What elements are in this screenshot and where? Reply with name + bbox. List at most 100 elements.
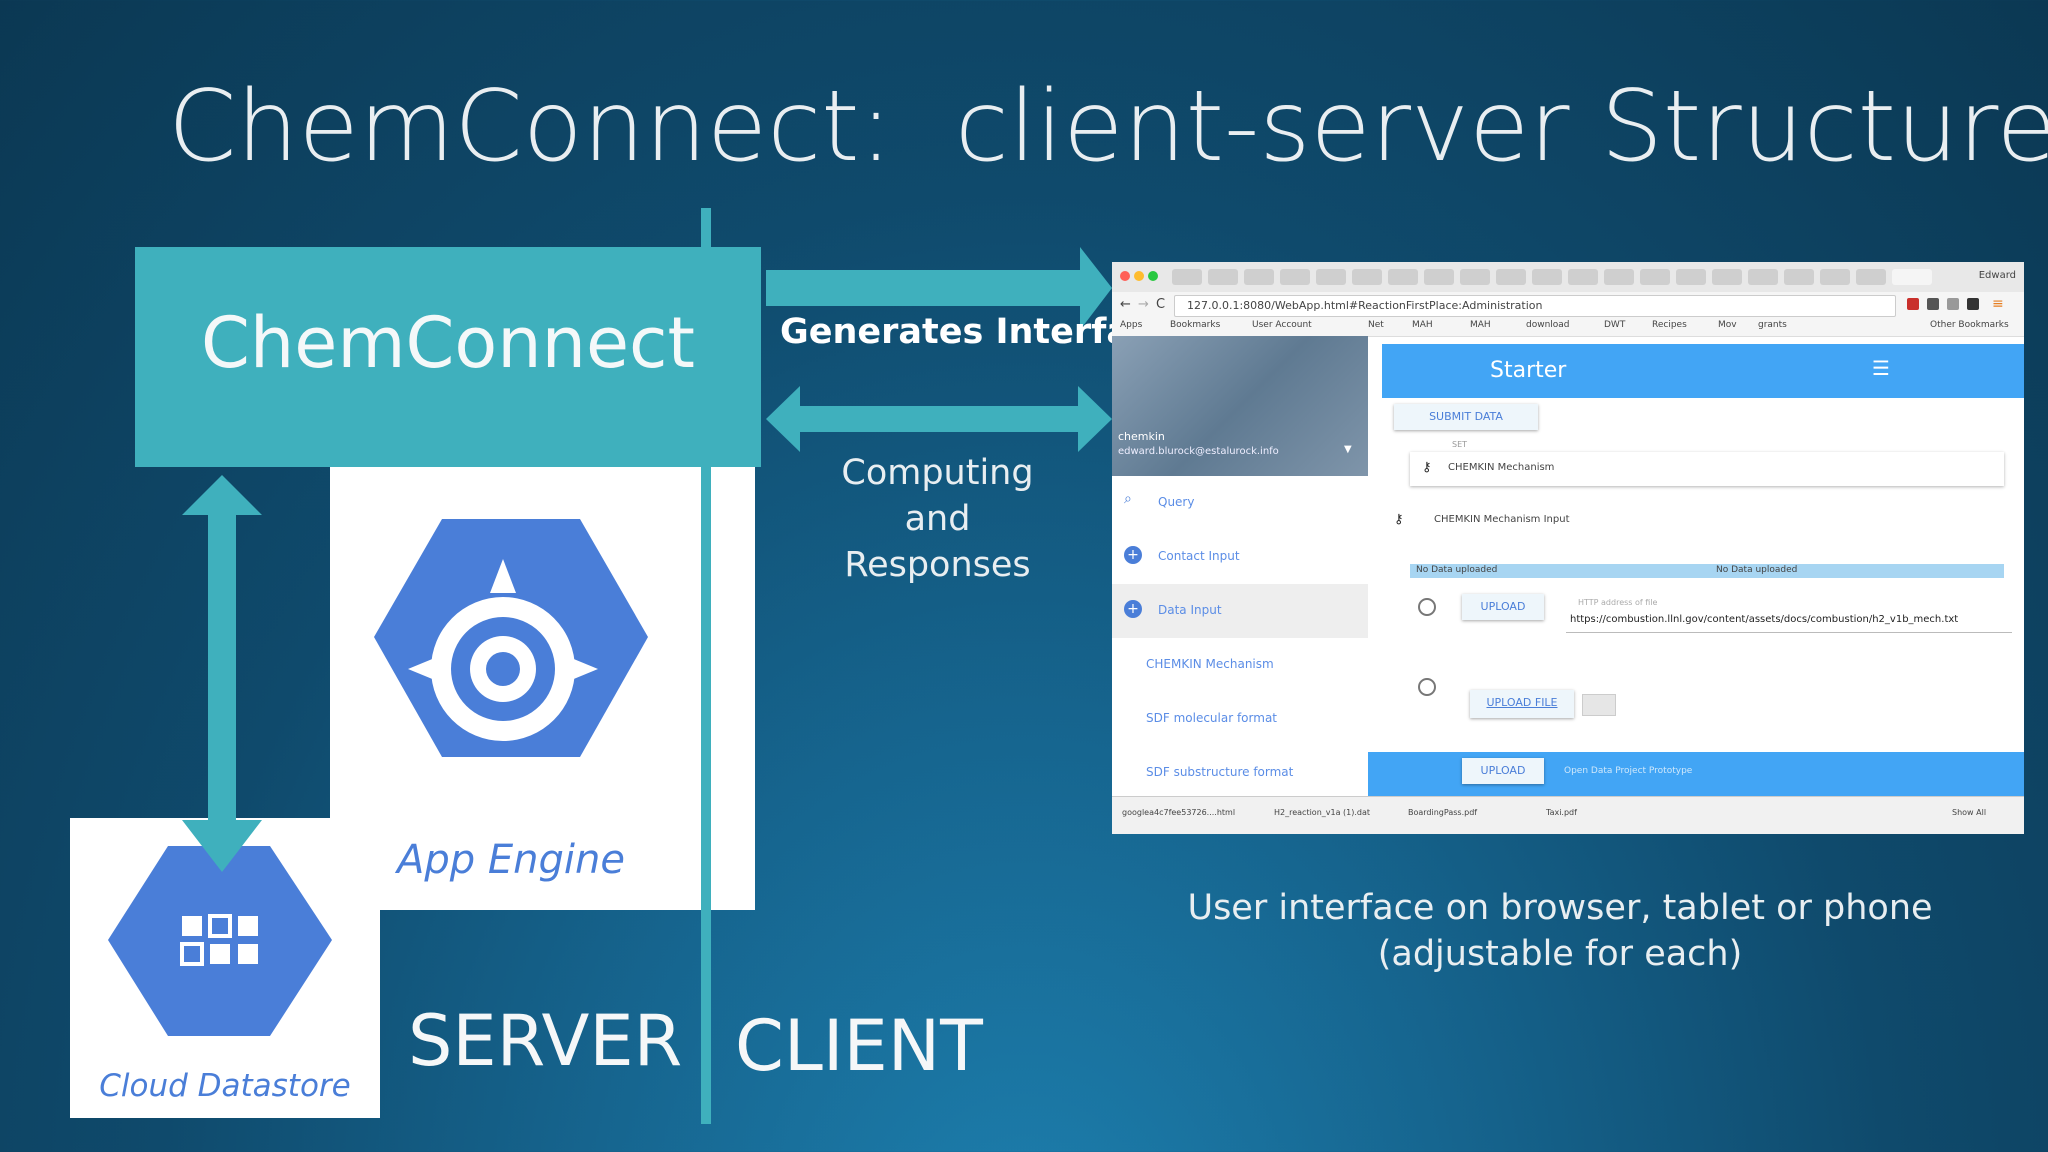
http-hint: HTTP address of file — [1578, 598, 1658, 607]
download-item[interactable]: BoardingPass.pdf — [1408, 808, 1478, 817]
file-url-input[interactable]: https://combustion.llnl.gov/content/asse… — [1566, 610, 2012, 633]
nav-item-sdf-molecular[interactable]: SDF molecular format — [1112, 692, 1368, 746]
bookmark-item[interactable]: grants — [1758, 320, 1787, 330]
menu-icon[interactable]: ≡ — [1992, 296, 2004, 312]
responses-line: Responses — [844, 545, 1031, 585]
nav-item-chemkin-mechanism[interactable]: CHEMKIN Mechanism — [1112, 638, 1368, 692]
and-line: and — [904, 499, 971, 539]
cloud-datastore-label: Cloud Datastore — [99, 1068, 351, 1104]
bookmark-item[interactable]: DWT — [1604, 320, 1626, 330]
drawer-header: chemkin edward.blurock@estalurock.info ▼ — [1112, 336, 1368, 476]
extension-icon[interactable] — [1967, 298, 1979, 310]
nav-item-sdf-substructure[interactable]: SDF substructure format — [1112, 746, 1368, 800]
browser-tab[interactable] — [1820, 269, 1850, 285]
file-radio[interactable] — [1418, 678, 1436, 696]
browser-tab[interactable] — [1604, 269, 1634, 285]
maximize-window-icon[interactable] — [1148, 271, 1158, 281]
mechanism-input-label: CHEMKIN Mechanism Input — [1434, 514, 1570, 525]
list-menu-icon[interactable]: ☰ — [1872, 356, 1890, 380]
download-item[interactable]: Taxi.pdf — [1546, 808, 1577, 817]
mechanism-select[interactable]: ⚷ CHEMKIN Mechanism — [1410, 452, 2004, 486]
nav-label: Contact Input — [1158, 549, 1240, 563]
chemconnect-label: ChemConnect — [201, 302, 695, 384]
browser-tab[interactable] — [1388, 269, 1418, 285]
browser-tab[interactable] — [1172, 269, 1202, 285]
browser-tab[interactable] — [1280, 269, 1310, 285]
bookmark-item[interactable]: Mov — [1718, 320, 1737, 330]
app-header-title: Starter — [1490, 358, 1567, 383]
forward-arrow-icon[interactable]: → — [1138, 297, 1149, 312]
browser-screenshot: Edward ← → C 127.0.0.1:8080/WebApp.html#… — [1112, 262, 2024, 834]
upload-button[interactable]: UPLOAD — [1462, 594, 1544, 620]
browser-tab[interactable] — [1676, 269, 1706, 285]
url-radio[interactable] — [1418, 598, 1436, 616]
browser-tab[interactable] — [1460, 269, 1490, 285]
add-circle-icon: + — [1124, 600, 1142, 618]
file-chooser-button[interactable] — [1582, 694, 1616, 716]
server-client-divider — [701, 208, 711, 1124]
close-window-icon[interactable] — [1120, 271, 1130, 281]
extension-icon[interactable] — [1907, 298, 1919, 310]
extension-icon[interactable] — [1947, 298, 1959, 310]
download-item[interactable]: googlea4c7fee53726....html — [1122, 808, 1236, 817]
generates-interface-arrow — [766, 247, 1112, 330]
nav-label: Query — [1158, 495, 1195, 509]
browser-tab[interactable] — [1568, 269, 1598, 285]
extension-icon[interactable] — [1927, 298, 1939, 310]
computing-responses-arrow — [766, 386, 1112, 452]
app-engine-card: App Engine — [330, 467, 755, 910]
browser-tab[interactable] — [1640, 269, 1670, 285]
add-circle-icon: + — [1124, 546, 1142, 564]
chemconnect-box: ChemConnect — [135, 247, 761, 467]
nav-item-data-input[interactable]: + Data Input — [1112, 584, 1368, 638]
bookmark-item[interactable]: Bookmarks — [1170, 320, 1221, 330]
minimize-window-icon[interactable] — [1134, 271, 1144, 281]
browser-tab[interactable] — [1748, 269, 1778, 285]
browser-tab[interactable] — [1784, 269, 1814, 285]
mechanism-select-value: CHEMKIN Mechanism — [1448, 462, 1555, 473]
bookmark-item[interactable]: MAH — [1412, 320, 1433, 330]
bookmark-other[interactable]: Other Bookmarks — [1930, 320, 2009, 330]
bookmark-item[interactable]: User Account — [1252, 320, 1312, 330]
nav-item-contact-input[interactable]: + Contact Input — [1112, 530, 1368, 584]
browser-tab-strip: Edward — [1112, 262, 2024, 292]
footer-bar: UPLOAD Open Data Project Prototype — [1368, 752, 2024, 796]
browser-tab[interactable] — [1856, 269, 1886, 285]
download-shelf: googlea4c7fee53726....html H2_reaction_v… — [1112, 796, 2024, 834]
bookmark-item[interactable]: Recipes — [1652, 320, 1687, 330]
bookmark-item[interactable]: Net — [1368, 320, 1384, 330]
url-text: 127.0.0.1:8080/WebApp.html#ReactionFirst… — [1187, 299, 1543, 312]
bookmark-item[interactable]: download — [1526, 320, 1570, 330]
show-all-downloads[interactable]: Show All — [1952, 808, 1987, 817]
browser-tab[interactable] — [1208, 269, 1238, 285]
reload-icon[interactable]: C — [1156, 297, 1166, 312]
back-arrow-icon[interactable]: ← — [1120, 297, 1131, 312]
browser-address-row: ← → C 127.0.0.1:8080/WebApp.html#Reactio… — [1112, 292, 2024, 318]
file-url-text: https://combustion.llnl.gov/content/asse… — [1570, 614, 1959, 625]
ui-caption-line-2: (adjustable for each) — [1377, 934, 1743, 974]
url-field[interactable]: 127.0.0.1:8080/WebApp.html#ReactionFirst… — [1174, 295, 1896, 317]
bookmark-item[interactable]: MAH — [1470, 320, 1491, 330]
browser-tab[interactable] — [1244, 269, 1274, 285]
browser-tab[interactable] — [1352, 269, 1382, 285]
nav-item-query[interactable]: ⌕ Query — [1112, 476, 1368, 530]
nav-label: Data Input — [1158, 603, 1222, 617]
browser-tab[interactable] — [1532, 269, 1562, 285]
browser-tab[interactable] — [1316, 269, 1346, 285]
key-icon: ⚷ — [1394, 512, 1404, 527]
browser-user-name[interactable]: Edward — [1978, 270, 2016, 281]
browser-tab[interactable] — [1712, 269, 1742, 285]
server-label: SERVER — [408, 1000, 683, 1082]
download-item[interactable]: H2_reaction_v1a (1).dat — [1274, 808, 1371, 817]
submit-data-button[interactable]: SUBMIT DATA — [1394, 404, 1538, 430]
bookmark-apps[interactable]: Apps — [1120, 320, 1143, 330]
upload-file-button[interactable]: UPLOAD FILE — [1470, 690, 1574, 718]
browser-tab-active[interactable] — [1892, 269, 1932, 285]
browser-tab[interactable] — [1496, 269, 1526, 285]
set-label: SET — [1452, 440, 1468, 449]
bottom-upload-button[interactable]: UPLOAD — [1462, 758, 1544, 784]
browser-tab[interactable] — [1424, 269, 1454, 285]
slide-title: ChemConnect: client-server Structure — [168, 70, 2048, 184]
account-dropdown-icon[interactable]: ▼ — [1344, 444, 1352, 455]
